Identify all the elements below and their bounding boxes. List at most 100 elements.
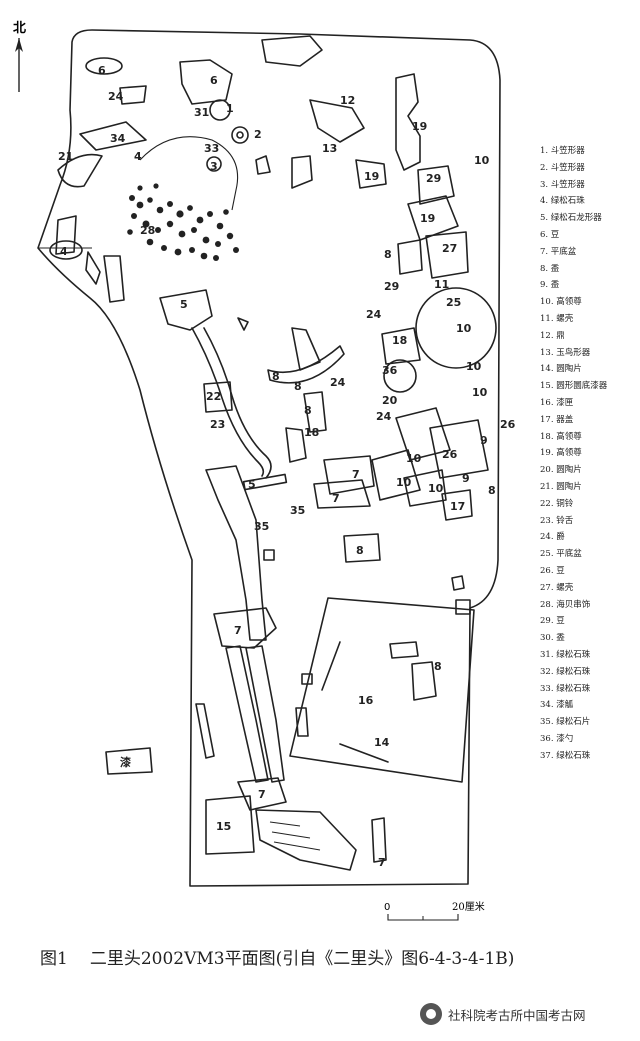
plan-label: 1 <box>226 102 234 115</box>
plan-labels: 6 24 34 21 4 6 31 1 2 33 3 4 28 12 13 19… <box>58 64 516 869</box>
plan-label: 10 <box>472 386 488 399</box>
scale-end: 20厘米 <box>452 900 485 913</box>
plan-label: 14 <box>374 736 390 749</box>
legend-item: 10. 高领尊 <box>540 297 582 308</box>
plan-label: 24 <box>366 308 382 321</box>
plan-label: 7 <box>234 624 242 637</box>
plan-label: 9 <box>462 472 470 485</box>
plan-label: 10 <box>466 360 482 373</box>
legend-item: 12. 鼎 <box>540 330 565 341</box>
legend-item: 11. 螺壳 <box>540 313 574 324</box>
legend-item: 3. 斗笠形器 <box>540 179 585 190</box>
plan-label: 8 <box>304 404 312 417</box>
plan-label: 29 <box>426 172 441 185</box>
plan-label: 7 <box>332 492 340 505</box>
shell-bead-cluster <box>127 183 239 261</box>
legend-item: 9. 盉 <box>540 280 560 291</box>
plan-label: 2 <box>254 128 262 141</box>
plan-label: 11 <box>434 278 449 291</box>
plan-label: 27 <box>442 242 457 255</box>
plan-label: 8 <box>356 544 364 557</box>
tomb-outline <box>37 29 501 887</box>
legend-item: 1. 斗笠形器 <box>540 146 585 156</box>
plan-label: 10 <box>456 322 472 335</box>
plan-label: 9 <box>480 434 488 447</box>
plan-label: 10 <box>406 452 422 465</box>
legend-item: 27. 螺壳 <box>540 582 574 593</box>
legend-item: 8. 盉 <box>540 263 560 274</box>
plan-label: 33 <box>204 142 219 155</box>
legend-item: 26. 豆 <box>540 565 565 576</box>
plan-label: 17 <box>450 500 465 513</box>
legend-item: 7. 平底盆 <box>540 246 577 257</box>
plan-label: 15 <box>216 820 231 833</box>
plan-label: 19 <box>412 120 427 133</box>
legend-item: 29. 豆 <box>540 616 565 627</box>
plan-label: 8 <box>434 660 442 673</box>
north-arrow: 北 <box>13 21 26 92</box>
plan-label: 20 <box>382 394 398 407</box>
legend-item: 36. 漆勺 <box>540 733 574 744</box>
watermark-text: 社科院考古所中国考古网 <box>448 1007 586 1023</box>
legend-item: 16. 漆匣 <box>540 397 574 408</box>
legend-item: 25. 平底盆 <box>540 549 582 560</box>
plan-label: 25 <box>446 296 461 309</box>
plan-label: 21 <box>58 150 73 163</box>
legend-item: 31. 绿松石珠 <box>540 649 591 660</box>
legend-item: 13. 玉鸟形器 <box>540 347 591 358</box>
legend-item: 22. 铜铃 <box>540 498 574 509</box>
plan-label: 漆 <box>120 755 131 769</box>
legend-item: 15. 圆形圜底漆器 <box>540 381 608 392</box>
legend-item: 33. 绿松石珠 <box>540 683 591 694</box>
legend-item: 32. 绿松石珠 <box>540 666 591 677</box>
plan-label: 3 <box>210 160 218 173</box>
plan-label: 35 <box>254 520 269 533</box>
plan-label: 10 <box>428 482 444 495</box>
plan-label: 7 <box>352 468 360 481</box>
plan-label: 8 <box>384 248 392 261</box>
caption-text: 二里头2002VM3平面图(引自《二里头》图6-4-3-4-1B) <box>89 949 515 969</box>
plan-label: 24 <box>376 410 392 423</box>
plan-label: 19 <box>364 170 379 183</box>
plan-label: 12 <box>340 94 355 107</box>
watermark: 社科院考古所中国考古网 <box>420 1003 586 1025</box>
plan-label: 18 <box>392 334 407 347</box>
plan-label: 13 <box>322 142 337 155</box>
plan-label: 26 <box>500 418 516 431</box>
legend-item: 28. 海贝串饰 <box>540 599 591 610</box>
plan-label: 29 <box>384 280 399 293</box>
plan-label: 8 <box>272 370 280 383</box>
legend-item: 14. 圆陶片 <box>540 364 582 375</box>
legend-item: 4. 绿松石珠 <box>540 196 585 207</box>
plan-label: 36 <box>382 364 398 377</box>
legend-item: 19. 高领尊 <box>540 448 582 459</box>
scale-bar: 0 20厘米 <box>384 900 485 921</box>
plan-label: 4 <box>134 150 142 163</box>
plan-label: 35 <box>290 504 305 517</box>
plan-label: 23 <box>210 418 225 431</box>
plan-label: 31 <box>194 106 209 119</box>
legend-item: 35. 绿松石片 <box>540 717 591 728</box>
plan-label: 7 <box>378 856 386 869</box>
plan-label: 6 <box>98 64 106 77</box>
plan-label: 24 <box>330 376 346 389</box>
plan-label: 4 <box>60 245 68 258</box>
plan-label: 6 <box>210 74 218 87</box>
plan-label: 8 <box>294 380 302 393</box>
legend-item: 2. 斗笠形器 <box>540 162 585 173</box>
plan-label: 7 <box>258 788 266 801</box>
plan-label: 5 <box>180 298 188 311</box>
plan-label: 19 <box>420 212 435 225</box>
plan-label: 16 <box>358 694 374 707</box>
scale-zero: 0 <box>384 902 390 913</box>
legend-item: 6. 豆 <box>540 229 560 240</box>
plan-label: 8 <box>488 484 496 497</box>
legend-item: 20. 圆陶片 <box>540 465 582 476</box>
legend-item: 24. 爵 <box>540 532 565 543</box>
legend-item: 17. 器盖 <box>540 414 574 425</box>
north-label: 北 <box>13 21 26 36</box>
wechat-logo-icon <box>420 1003 442 1025</box>
